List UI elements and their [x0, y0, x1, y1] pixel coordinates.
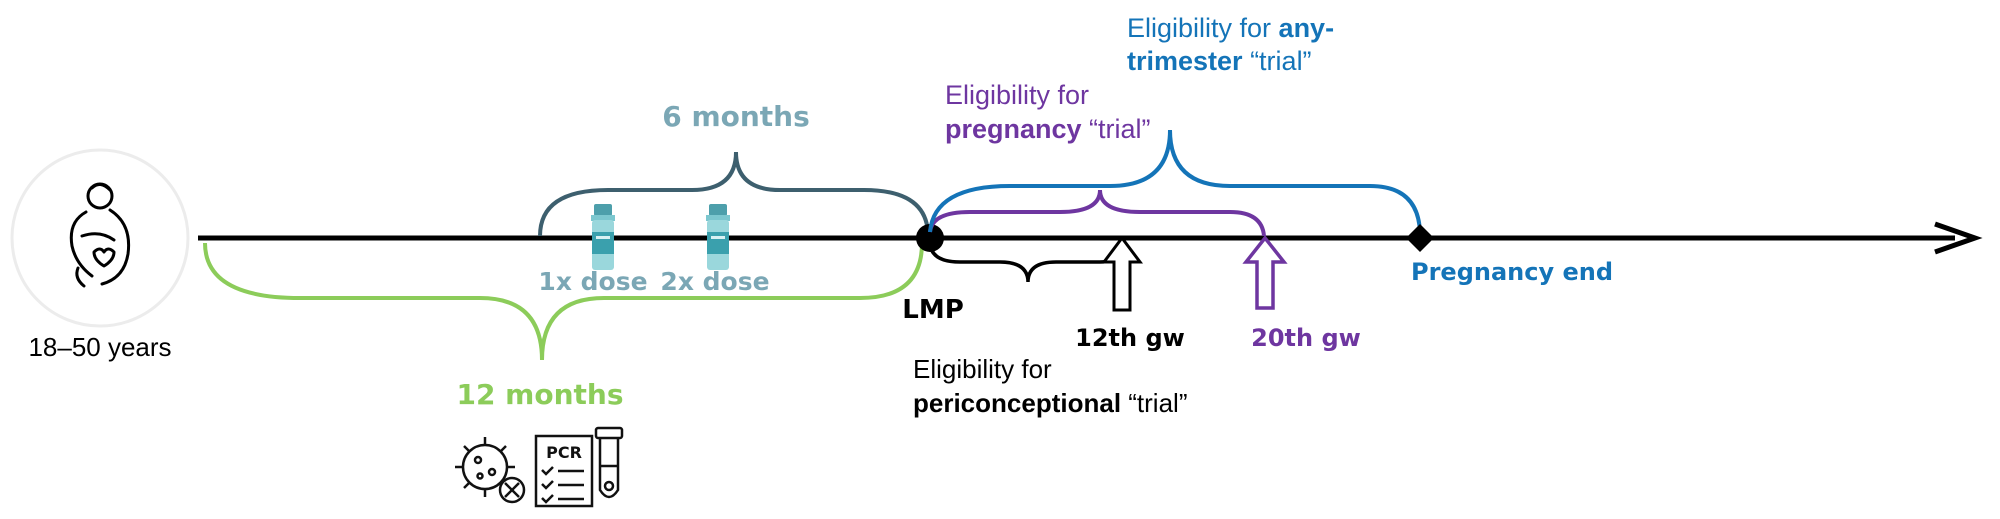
- periconceptional-line1: Eligibility for: [913, 354, 1052, 384]
- any-trimester-bold1: any-: [1279, 13, 1335, 43]
- pcr-label: PCR: [546, 443, 582, 462]
- pregnancy-trial-rest: “trial”: [1082, 114, 1151, 144]
- pregnancy-end-label: Pregnancy end: [1411, 258, 1613, 286]
- pregnancy-end-marker: [1406, 224, 1434, 252]
- vaccine-vial-icon: [706, 204, 730, 270]
- pregnant-woman-icon: [69, 182, 131, 288]
- dose2-label: 2x dose: [660, 267, 769, 296]
- periconceptional-bold: periconceptional: [913, 388, 1121, 418]
- lmp-label: LMP: [902, 295, 964, 325]
- six-months-label: 6 months: [662, 100, 810, 133]
- periconceptional-line2: periconceptional “trial”: [913, 388, 1187, 418]
- gw12-arrow: [1101, 235, 1143, 312]
- periconceptional-rest: “trial”: [1121, 388, 1187, 418]
- periconceptional-brace: [928, 243, 1124, 283]
- vaccine-vial-icon: [591, 204, 615, 270]
- dose1-label: 1x dose: [538, 267, 647, 296]
- pregnancy-trial-bold: pregnancy: [945, 114, 1082, 144]
- six-months-brace: [538, 151, 930, 237]
- pregnancy-trial-line1: Eligibility for: [945, 80, 1089, 110]
- any-trimester-bold2: trimester: [1127, 46, 1243, 76]
- any-trimester-rest: “trial”: [1243, 46, 1312, 76]
- pcr-test-icon: PCR: [534, 426, 624, 508]
- timeline-arrowhead: [1934, 221, 1983, 255]
- any-trimester-brace: [928, 129, 1422, 233]
- gw12-label: 12th gw: [1075, 324, 1185, 352]
- gw20-arrow: [1242, 235, 1288, 310]
- lmp-marker: [916, 224, 944, 252]
- any-trimester-line1a: Eligibility for: [1127, 13, 1279, 43]
- pregnancy-trial-brace: [928, 189, 1266, 237]
- age-label: 18–50 years: [28, 332, 171, 362]
- age-circle: [10, 148, 190, 328]
- pregnancy-trial-line2: pregnancy “trial”: [945, 114, 1151, 144]
- virus-crossed-icon: [455, 437, 526, 504]
- gw20-label: 20th gw: [1251, 324, 1361, 352]
- any-trimester-line1: Eligibility for any-: [1127, 13, 1334, 43]
- twelve-months-brace: [203, 242, 924, 361]
- twelve-months-label: 12 months: [456, 378, 623, 411]
- any-trimester-line2: trimester “trial”: [1127, 46, 1312, 76]
